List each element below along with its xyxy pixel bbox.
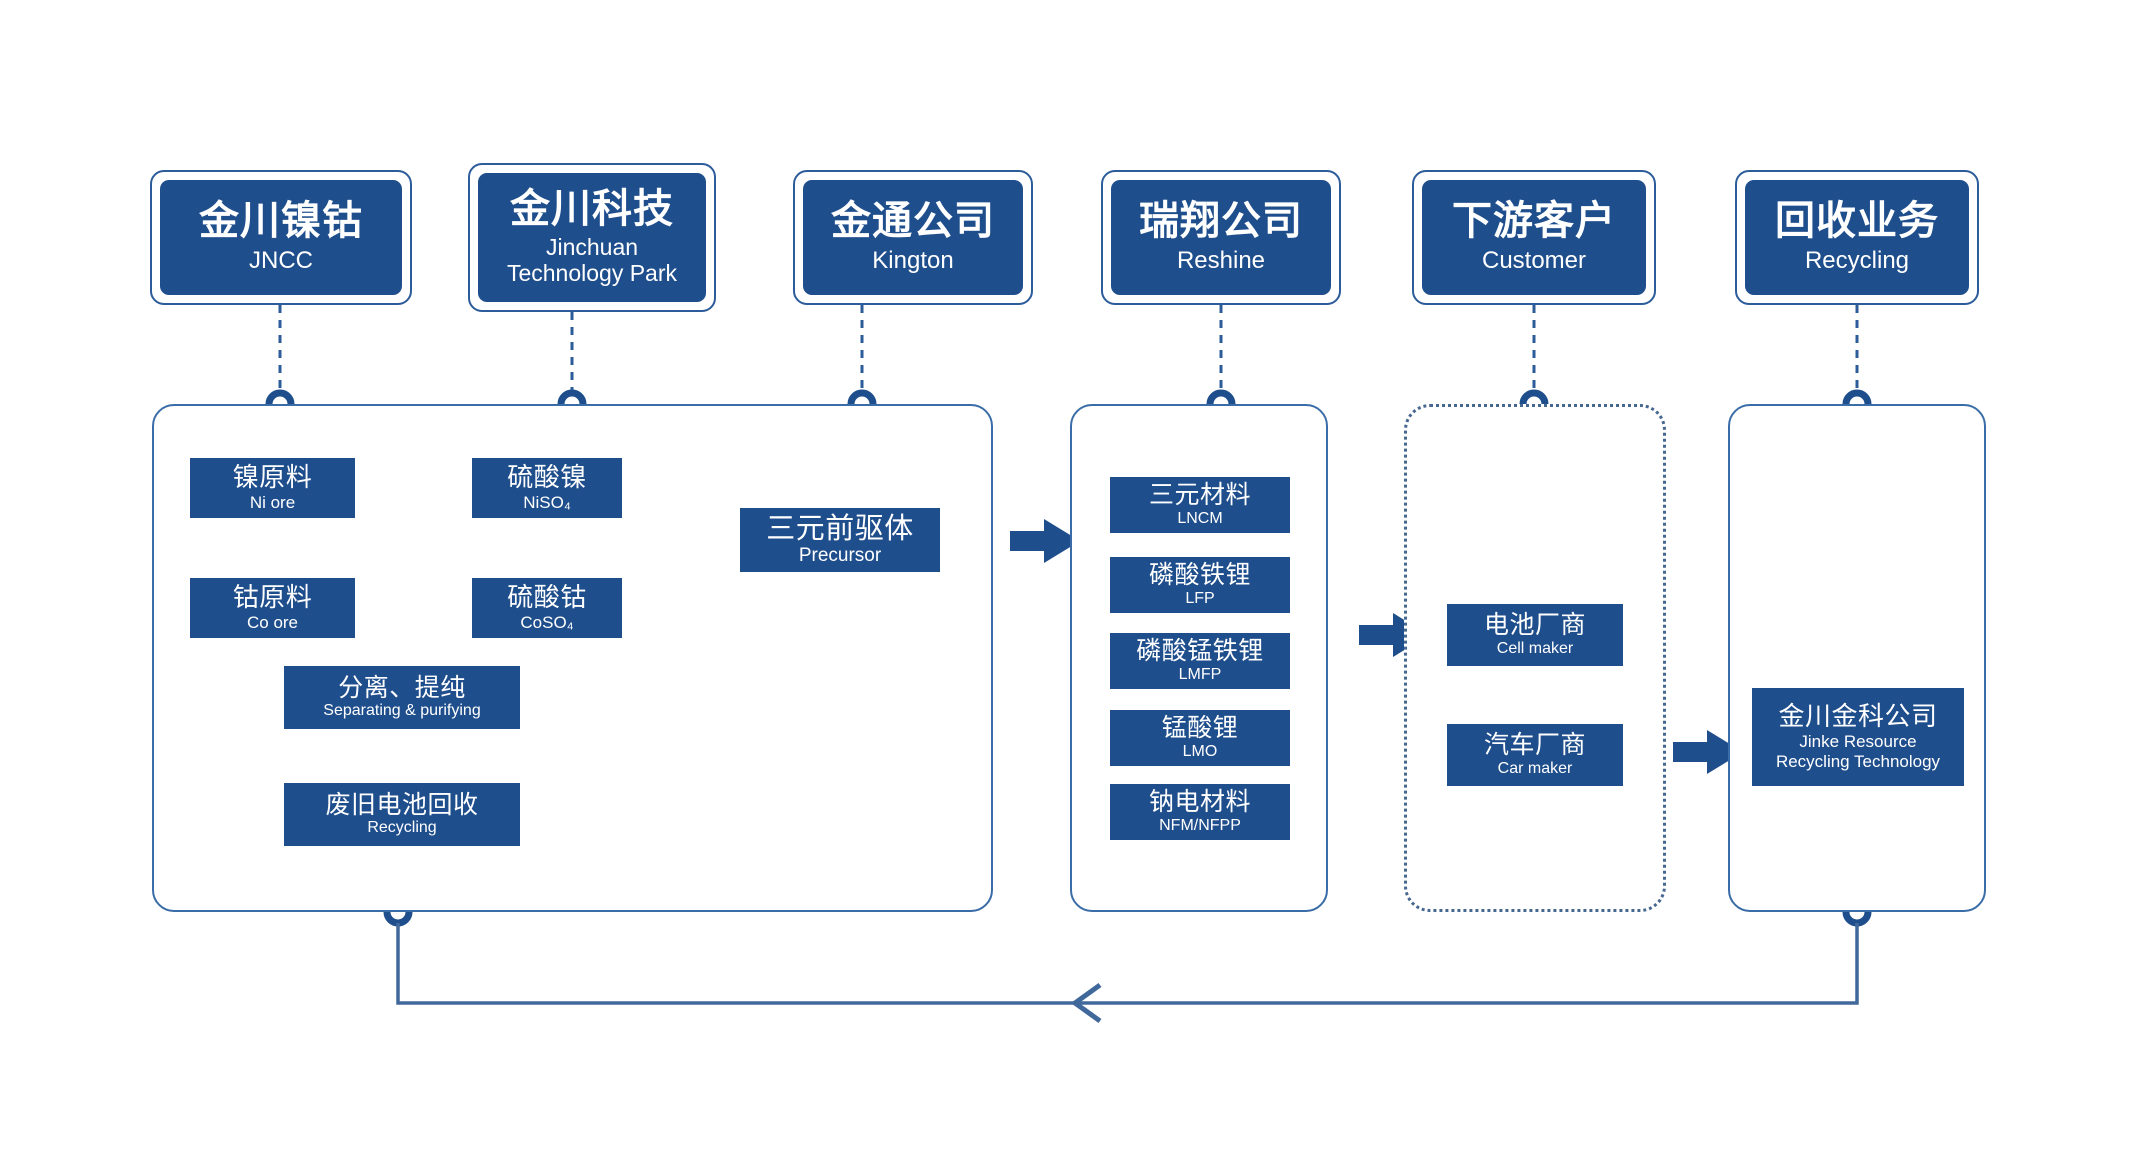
node-label-en: LNCM xyxy=(1177,509,1223,527)
node-label-en: NFM/NFPP xyxy=(1159,816,1241,834)
node-label-en: Jinke Resource Recycling Technology xyxy=(1775,732,1941,771)
node-ni-ore[interactable]: 镍原料 Ni ore xyxy=(190,458,355,518)
node-label-cn: 钴原料 xyxy=(232,582,313,613)
header-card-inner: 金川镍钴 JNCC xyxy=(160,180,402,295)
header-card-customer[interactable]: 下游客户 Customer xyxy=(1412,170,1656,305)
node-label-en: Separating & purifying xyxy=(323,702,481,720)
header-card-kington[interactable]: 金通公司 Kington xyxy=(793,170,1033,305)
header-title-en: JNCC xyxy=(249,246,313,274)
node-label-cn: 三元前驱体 xyxy=(766,512,914,545)
panel-recycling xyxy=(1728,404,1986,912)
node-label-en: NiSO₄ xyxy=(523,492,571,512)
node-label-en: LMO xyxy=(1182,742,1218,760)
node-sodium-ion-material[interactable]: 钠电材料 NFM/NFPP xyxy=(1110,784,1290,840)
node-label-en: Co ore xyxy=(246,612,299,632)
header-title-cn: 金川镍钴 xyxy=(199,199,363,244)
return-path-arrow-icon xyxy=(396,923,1859,1024)
node-label-cn: 硫酸钴 xyxy=(507,582,587,613)
header-card-recycling[interactable]: 回收业务 Recycling xyxy=(1735,170,1979,305)
node-lncm[interactable]: 三元材料 LNCM xyxy=(1110,477,1290,533)
node-label-en: Ni ore xyxy=(249,492,296,512)
node-separating-purifying[interactable]: 分离、提纯 Separating & purifying xyxy=(284,666,520,729)
node-label-cn: 废旧电池回收 xyxy=(325,790,479,819)
node-label-cn: 三元材料 xyxy=(1148,481,1251,510)
header-card-jinchuan-technology-park[interactable]: 金川科技 Jinchuan Technology Park xyxy=(468,163,716,312)
header-title-en: Customer xyxy=(1481,246,1587,274)
node-precursor[interactable]: 三元前驱体 Precursor xyxy=(740,508,940,572)
header-title-cn: 下游客户 xyxy=(1452,199,1616,244)
header-drop-lines xyxy=(278,305,1859,400)
node-label-cn: 磷酸铁锂 xyxy=(1148,561,1251,590)
header-card-inner: 金川科技 Jinchuan Technology Park xyxy=(478,173,706,302)
node-waste-battery-recycling[interactable]: 废旧电池回收 Recycling xyxy=(284,783,520,846)
node-label-en: Precursor xyxy=(798,545,882,567)
node-label-cn: 镍原料 xyxy=(232,462,313,493)
header-card-inner: 金通公司 Kington xyxy=(803,180,1023,295)
node-label-cn: 钠电材料 xyxy=(1148,788,1251,817)
node-label-en: LFP xyxy=(1185,589,1215,607)
node-label-en: CoSO₄ xyxy=(520,612,574,632)
header-card-inner: 下游客户 Customer xyxy=(1422,180,1646,295)
node-label-cn: 分离、提纯 xyxy=(338,673,466,702)
node-label-cn: 磷酸锰铁锂 xyxy=(1136,637,1264,666)
node-lmo[interactable]: 锰酸锂 LMO xyxy=(1110,710,1290,766)
header-card-jncc[interactable]: 金川镍钴 JNCC xyxy=(150,170,412,305)
header-title-en: Jinchuan Technology Park xyxy=(506,234,678,287)
header-card-inner: 回收业务 Recycling xyxy=(1745,180,1969,295)
header-title-en: Reshine xyxy=(1176,246,1266,274)
node-lmfp[interactable]: 磷酸锰铁锂 LMFP xyxy=(1110,633,1290,689)
node-nickel-sulfate[interactable]: 硫酸镍 NiSO₄ xyxy=(472,458,622,518)
node-label-cn: 电池厂商 xyxy=(1483,611,1586,640)
header-title-cn: 金通公司 xyxy=(831,199,995,244)
node-label-en: LMFP xyxy=(1178,665,1222,683)
node-jinke-resource-recycling[interactable]: 金川金科公司 Jinke Resource Recycling Technolo… xyxy=(1752,688,1964,786)
header-title-en: Kington xyxy=(872,246,954,274)
node-co-ore[interactable]: 钴原料 Co ore xyxy=(190,578,355,638)
node-label-cn: 硫酸镍 xyxy=(507,462,587,493)
node-lfp[interactable]: 磷酸铁锂 LFP xyxy=(1110,557,1290,613)
node-car-maker[interactable]: 汽车厂商 Car maker xyxy=(1447,724,1623,786)
header-title-cn: 回收业务 xyxy=(1775,199,1939,244)
header-card-reshine[interactable]: 瑞翔公司 Reshine xyxy=(1101,170,1341,305)
header-title-cn: 瑞翔公司 xyxy=(1139,199,1303,244)
node-cell-maker[interactable]: 电池厂商 Cell maker xyxy=(1447,604,1623,666)
header-card-inner: 瑞翔公司 Reshine xyxy=(1111,180,1331,295)
node-label-cn: 锰酸锂 xyxy=(1161,714,1239,743)
node-label-cn: 汽车厂商 xyxy=(1483,731,1586,760)
node-cobalt-sulfate[interactable]: 硫酸钴 CoSO₄ xyxy=(472,578,622,638)
node-label-en: Recycling xyxy=(367,819,437,837)
header-title-en: Recycling xyxy=(1804,246,1910,274)
node-label-en: Car maker xyxy=(1497,759,1573,777)
header-title-cn: 金川科技 xyxy=(510,187,674,232)
node-label-en: Cell maker xyxy=(1496,639,1574,657)
node-label-cn: 金川金科公司 xyxy=(1778,700,1938,731)
